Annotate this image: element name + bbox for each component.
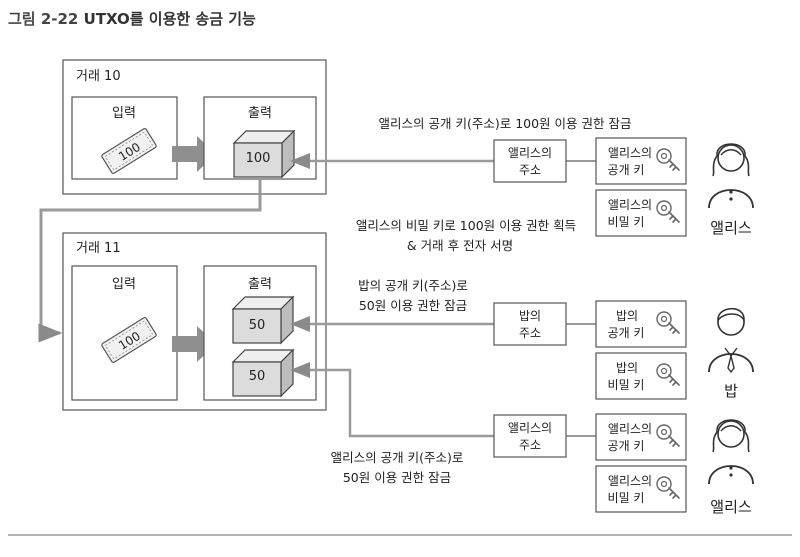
alice-private-key-line1: 앨리스의	[608, 198, 652, 212]
tx11-output2-value: 50	[249, 369, 266, 384]
annotation-unlock-line1: 앨리스의 비밀 키로 100원 이용 권한 획득	[356, 218, 576, 233]
tx11-input-label: 입력	[112, 277, 136, 292]
alice-public-key-box-2	[595, 413, 687, 461]
figure-caption: UTXO를 이용한 송금 기능	[83, 10, 256, 28]
alice-private-key-2-line2: 비밀 키	[608, 491, 645, 505]
bob-address-box	[493, 302, 567, 346]
person-bob-label: 밥	[724, 382, 738, 400]
bob-private-key-line1: 밥의	[616, 361, 638, 375]
person-female-icon	[708, 143, 754, 209]
bob-address-line2: 주소	[519, 326, 541, 340]
alice-public-key-line2: 공개 키	[608, 163, 645, 177]
alice-private-key-box	[595, 189, 687, 237]
alice-private-key-box-2	[595, 465, 687, 513]
bob-public-key-line1: 밥의	[616, 309, 638, 323]
alice-public-key-box	[595, 137, 687, 185]
tx10-label: 거래 10	[76, 69, 121, 84]
annotation-lock-alice2-line1: 앨리스의 공개 키(주소)로	[331, 450, 464, 465]
alice-private-key-line2: 비밀 키	[608, 215, 645, 229]
lock-arrow-alice-2	[290, 362, 494, 438]
annotation-lock-alice: 앨리스의 공개 키(주소)로 100원 이용 권한 잠금	[379, 116, 632, 131]
alice-address-box-2	[493, 414, 567, 458]
alice-address-line2: 주소	[519, 163, 541, 177]
tx10-output-value: 100	[246, 151, 271, 166]
alice-address-2-line1: 앨리스의	[508, 421, 552, 435]
person-female-icon	[708, 419, 754, 485]
tx10-input-label: 입력	[112, 106, 136, 121]
tx10-output-label: 출력	[248, 106, 272, 121]
tx11-label: 거래 11	[76, 241, 121, 256]
annotation-lock-bob-line1: 밥의 공개 키(주소)로	[358, 278, 468, 293]
bob-private-key-line2: 비밀 키	[608, 378, 645, 392]
alice-address-line1: 앨리스의	[508, 146, 552, 160]
bob-public-key-line2: 공개 키	[608, 326, 645, 340]
alice-public-key-2-line1: 앨리스의	[608, 422, 652, 436]
bob-private-key-box	[595, 352, 687, 400]
alice-public-key-line1: 앨리스의	[608, 146, 652, 160]
flow-line-tx10-to-tx11	[38, 179, 262, 343]
alice-address-2-line2: 주소	[519, 438, 541, 452]
figure-title: 그림 2-22 UTXO를 이용한 송금 기능	[8, 8, 256, 29]
annotation-lock-alice2-line2: 50원 이용 권한 잠금	[343, 470, 451, 485]
annotation-lock-bob-line2: 50원 이용 권한 잠금	[359, 298, 467, 313]
person-alice-label: 앨리스	[710, 219, 752, 237]
bob-public-key-box	[595, 300, 687, 348]
alice-private-key-2-line1: 앨리스의	[608, 474, 652, 488]
bob-address-line1: 밥의	[519, 309, 541, 323]
figure-number: 그림 2-22	[8, 10, 79, 28]
annotation-unlock-line2: & 거래 후 전자 서명	[407, 238, 513, 253]
person-alice-2-label: 앨리스	[710, 498, 752, 516]
tx11-output1-value: 50	[249, 318, 266, 333]
tx11-output-label: 출력	[248, 277, 272, 292]
alice-address-box	[493, 139, 567, 183]
alice-public-key-2-line2: 공개 키	[608, 439, 645, 453]
person-male-icon	[708, 307, 754, 373]
